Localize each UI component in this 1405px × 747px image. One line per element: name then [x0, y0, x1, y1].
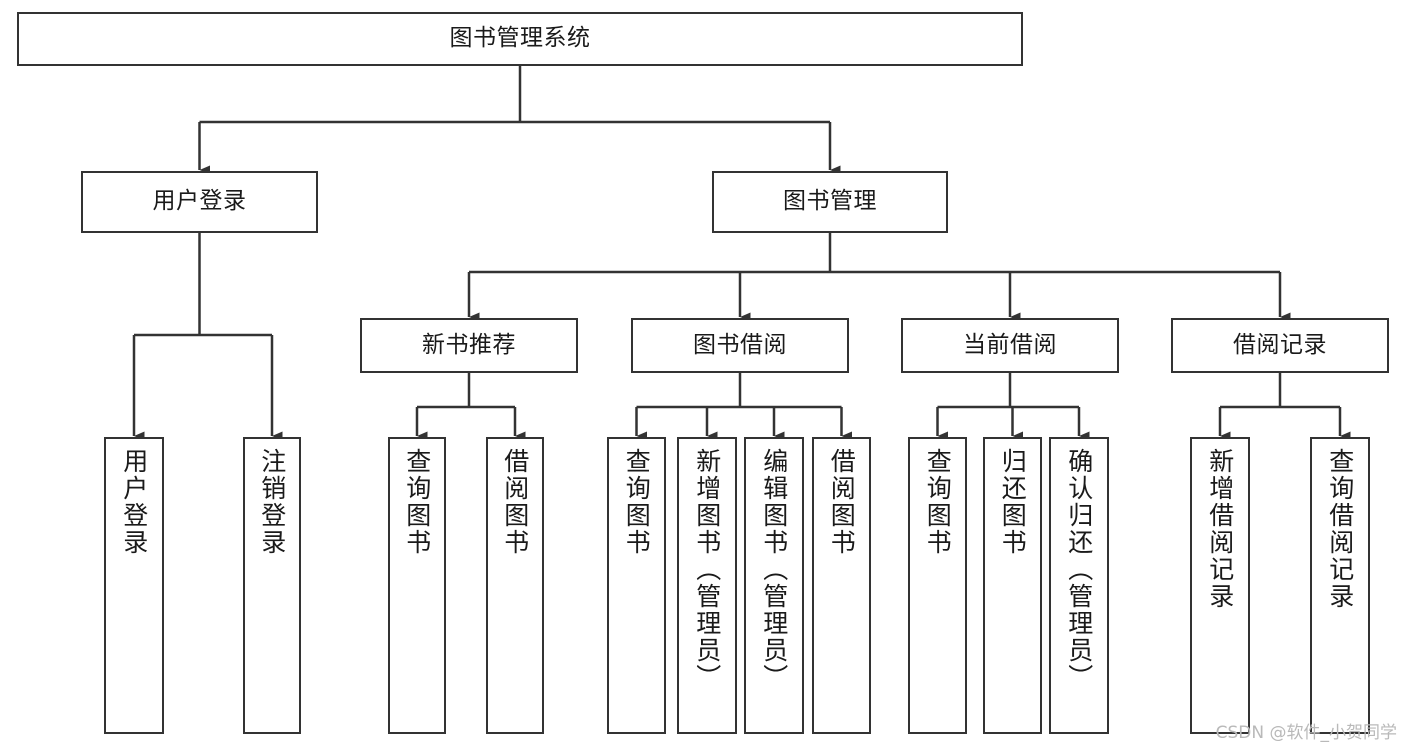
node-leaf-borrow-book-2[interactable]: 借阅图书 [812, 437, 871, 734]
node-borrow-record[interactable]: 借阅记录 [1171, 318, 1389, 373]
node-label-leaf-edit-book: 编辑图书（管理员） [759, 448, 789, 691]
node-leaf-add-record[interactable]: 新增借阅记录 [1190, 437, 1250, 734]
node-leaf-confirm-return[interactable]: 确认归还（管理员） [1049, 437, 1109, 734]
node-label-leaf-borrow-book-1: 借阅图书 [500, 448, 530, 556]
node-root[interactable]: 图书管理系统 [17, 12, 1023, 66]
node-label-leaf-add-record: 新增借阅记录 [1205, 448, 1235, 610]
node-label-leaf-borrow-book-2: 借阅图书 [827, 448, 857, 556]
node-book-manage[interactable]: 图书管理 [712, 171, 948, 233]
node-label-leaf-logout: 注销登录 [257, 448, 287, 556]
node-leaf-add-book[interactable]: 新增图书（管理员） [677, 437, 737, 734]
node-label-leaf-query-record: 查询借阅记录 [1325, 448, 1355, 610]
node-book-borrow[interactable]: 图书借阅 [631, 318, 849, 373]
node-label-leaf-query-book-2: 查询图书 [622, 448, 652, 556]
node-label-book-manage: 图书管理 [783, 188, 877, 215]
node-new-book-rec[interactable]: 新书推荐 [360, 318, 578, 373]
node-label-leaf-return-book: 归还图书 [998, 448, 1028, 556]
node-leaf-return-book[interactable]: 归还图书 [983, 437, 1042, 734]
node-label-leaf-query-book-1: 查询图书 [402, 448, 432, 556]
csdn-watermark: CSDN @软件_小贺同学 [1215, 723, 1397, 743]
node-label-root: 图书管理系统 [449, 25, 591, 52]
node-label-leaf-query-book-3: 查询图书 [923, 448, 953, 556]
node-label-user-login: 用户登录 [152, 188, 247, 215]
node-leaf-query-book-2[interactable]: 查询图书 [607, 437, 666, 734]
node-leaf-logout[interactable]: 注销登录 [243, 437, 301, 734]
node-current-borrow[interactable]: 当前借阅 [901, 318, 1119, 373]
node-leaf-edit-book[interactable]: 编辑图书（管理员） [744, 437, 804, 734]
node-label-current-borrow: 当前借阅 [963, 331, 1057, 358]
node-label-leaf-confirm-return: 确认归还（管理员） [1064, 448, 1094, 691]
node-user-login[interactable]: 用户登录 [81, 171, 318, 233]
node-label-book-borrow: 图书借阅 [693, 331, 787, 358]
node-leaf-query-book-1[interactable]: 查询图书 [388, 437, 446, 734]
node-leaf-query-record[interactable]: 查询借阅记录 [1310, 437, 1370, 734]
node-leaf-user-login[interactable]: 用户登录 [104, 437, 164, 734]
node-leaf-borrow-book-1[interactable]: 借阅图书 [486, 437, 544, 734]
node-label-leaf-add-book: 新增图书（管理员） [692, 448, 722, 691]
node-label-borrow-record: 借阅记录 [1233, 331, 1327, 358]
node-label-leaf-user-login: 用户登录 [119, 448, 149, 556]
node-leaf-query-book-3[interactable]: 查询图书 [908, 437, 967, 734]
node-label-new-book-rec: 新书推荐 [422, 331, 516, 358]
